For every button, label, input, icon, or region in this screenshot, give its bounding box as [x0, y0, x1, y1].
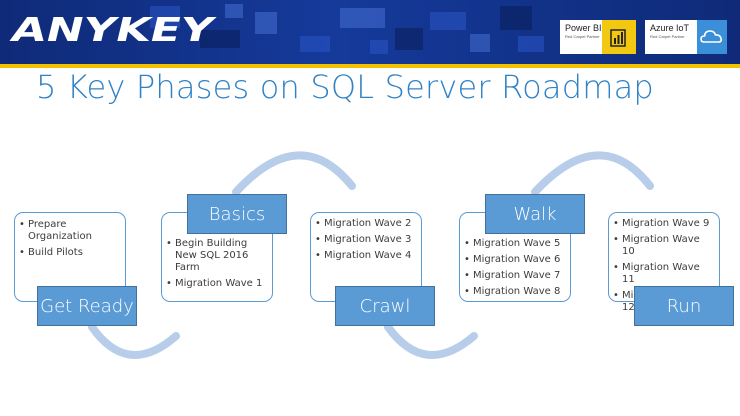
- phase-label-get-ready: Get Ready: [37, 286, 137, 326]
- phase-label-run: Run: [634, 286, 734, 326]
- list-item: Build Pilots: [19, 247, 121, 259]
- partner-subtitle: Red Carpet Partner: [650, 34, 685, 39]
- list-item: Migration Wave 5: [464, 238, 566, 250]
- arrow-crawl-to-walk: [384, 323, 478, 359]
- partner-name: Azure IoT: [650, 23, 690, 33]
- phase-label-crawl: Crawl: [335, 286, 435, 326]
- partner-badge-power-bi: Power BI Red Carpet Partner: [560, 20, 636, 54]
- list-item: Migration Wave 4: [315, 250, 417, 262]
- arrow-walk-to-run: [531, 151, 654, 196]
- slide-title: 5 Key Phases on SQL Server Roadmap: [36, 68, 654, 106]
- phase-label-basics: Basics: [187, 194, 287, 234]
- list-item: Migration Wave 9: [613, 218, 715, 230]
- phase-label-walk: Walk: [485, 194, 585, 234]
- list-item: Begin Building New SQL 2016 Farm: [166, 238, 268, 274]
- partner-subtitle: Red Carpet Partner: [565, 34, 600, 39]
- list-item: Migration Wave 2: [315, 218, 417, 230]
- list-item: Migration Wave 10: [613, 234, 715, 258]
- partner-badge-azure-iot: Azure IoT Red Carpet Partner: [645, 20, 727, 54]
- partner-name: Power BI: [565, 23, 602, 33]
- list-item: Migration Wave 3: [315, 234, 417, 246]
- list-item: Migration Wave 8: [464, 286, 566, 298]
- arrow-get-ready-to-basics: [88, 323, 180, 359]
- arrow-basics-to-crawl: [232, 151, 356, 196]
- list-item: Migration Wave 11: [613, 262, 715, 286]
- list-item: Migration Wave 1: [166, 278, 268, 290]
- cloud-icon: [697, 20, 727, 54]
- list-item: Prepare Organization: [19, 219, 121, 243]
- power-bi-icon: [602, 20, 636, 54]
- list-item: Migration Wave 6: [464, 254, 566, 266]
- list-item: Migration Wave 7: [464, 270, 566, 282]
- header-accent-stripe: [0, 64, 740, 68]
- header-banner: ANYKEY Power BI Red Carpet Partner Azure…: [0, 0, 740, 64]
